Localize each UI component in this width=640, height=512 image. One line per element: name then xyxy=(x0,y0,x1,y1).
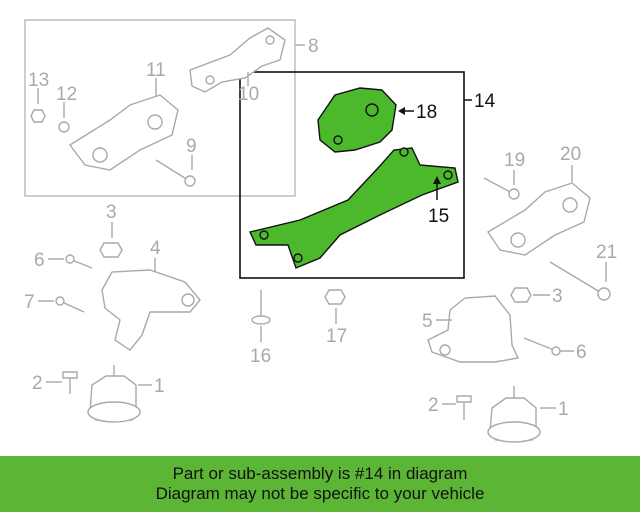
callout-11: 11 xyxy=(146,60,166,81)
callout-1-left: 1 xyxy=(154,376,165,397)
part-11-mount-bracket[interactable] xyxy=(68,94,179,171)
part-15-crossmember[interactable] xyxy=(249,147,459,269)
part-5-bracket[interactable] xyxy=(427,295,520,363)
callout-12: 12 xyxy=(56,84,77,105)
callout-10: 10 xyxy=(238,84,259,105)
part-16-stud[interactable] xyxy=(251,290,271,325)
part-21-bolt[interactable] xyxy=(549,261,611,301)
part-8-bracket[interactable] xyxy=(189,27,286,93)
callout-16: 16 xyxy=(250,346,271,367)
callout-3-upper: 3 xyxy=(106,202,117,223)
callout-7: 7 xyxy=(24,292,35,313)
parts-diagram: 8 10 11 12 13 9 14 18 15 19 20 21 3 6 4 … xyxy=(24,19,617,443)
callout-3-right: 3 xyxy=(552,286,563,307)
callout-20: 20 xyxy=(560,144,581,165)
part-6-bolt-right[interactable] xyxy=(523,337,561,356)
group-frame-left xyxy=(24,19,296,197)
part-9-bolt[interactable] xyxy=(155,159,196,187)
group-frame-14[interactable] xyxy=(239,71,465,279)
part-3-nut-right[interactable] xyxy=(510,287,532,303)
part-1-mount-right[interactable] xyxy=(487,386,541,443)
banner-line-2: Diagram may not be specific to your vehi… xyxy=(155,484,485,503)
callout-18[interactable]: 18 xyxy=(416,102,437,123)
part-17-nut[interactable] xyxy=(324,289,346,305)
callout-8: 8 xyxy=(308,36,319,57)
part-3-nut-upper[interactable] xyxy=(99,242,123,258)
callout-5: 5 xyxy=(422,311,433,332)
callout-2-right: 2 xyxy=(428,395,439,416)
callout-4: 4 xyxy=(150,238,161,259)
callout-6-left: 6 xyxy=(34,250,45,271)
part-4-bracket[interactable] xyxy=(101,269,201,351)
callout-9: 9 xyxy=(186,136,197,157)
callout-14[interactable]: 14 xyxy=(474,91,496,112)
part-2-bolt-right[interactable] xyxy=(456,395,472,420)
callout-1-right: 1 xyxy=(558,399,569,420)
part-18-mount[interactable] xyxy=(317,87,397,153)
part-12-washer[interactable] xyxy=(58,121,70,133)
part-20-mount-bracket[interactable] xyxy=(487,182,591,256)
callout-17: 17 xyxy=(326,326,347,347)
callout-6-right: 6 xyxy=(576,342,587,363)
callout-15[interactable]: 15 xyxy=(428,206,449,227)
part-2-bolt-left[interactable] xyxy=(62,371,78,394)
part-7-bolt[interactable] xyxy=(55,296,85,313)
callout-13: 13 xyxy=(28,70,49,91)
part-19-bolt[interactable] xyxy=(483,177,520,200)
callout-2-left: 2 xyxy=(32,373,43,394)
callout-21: 21 xyxy=(596,242,617,263)
part-1-mount-left[interactable] xyxy=(87,365,141,423)
info-banner: Part or sub-assembly is #14 in diagram D… xyxy=(0,456,640,512)
banner-line-1: Part or sub-assembly is #14 in diagram xyxy=(172,464,468,483)
part-6-bolt-left[interactable] xyxy=(65,254,93,269)
part-13-nut[interactable] xyxy=(30,109,46,123)
callout-19: 19 xyxy=(504,150,525,171)
